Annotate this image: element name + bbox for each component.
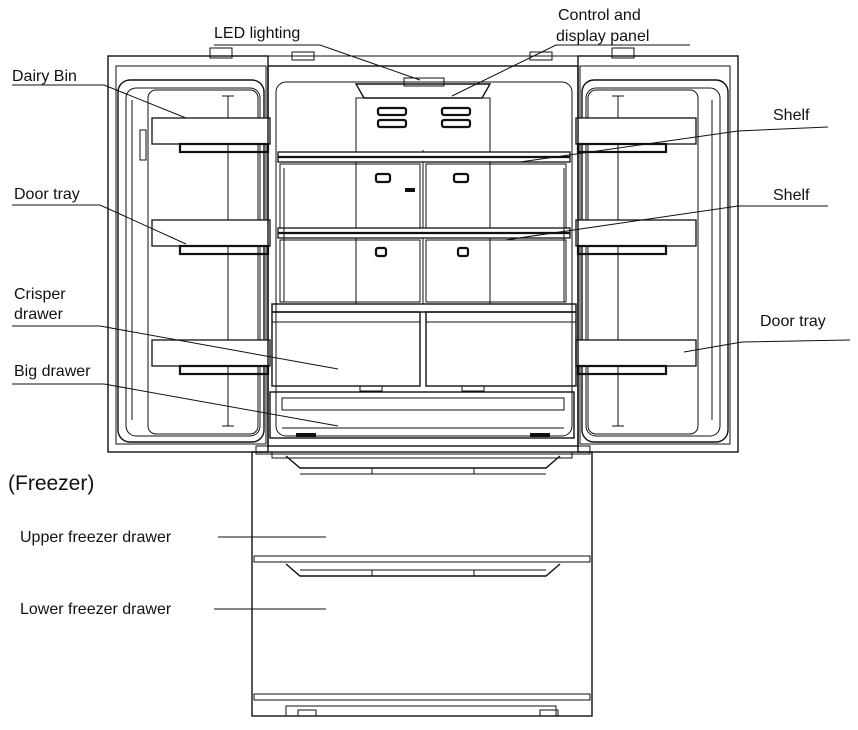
label-dairy-bin: Dairy Bin xyxy=(12,68,77,85)
control-panel xyxy=(354,83,492,129)
upper-freezer-drawer xyxy=(253,455,591,563)
upper-shelf xyxy=(277,151,571,163)
label-crisper-line1: Crisper xyxy=(14,286,66,303)
label-control-line2: display panel xyxy=(556,28,649,45)
right-door-tray-middle xyxy=(575,219,697,256)
left-door-tray-middle xyxy=(151,219,271,256)
left-door xyxy=(107,55,271,453)
label-led-lighting: LED lighting xyxy=(214,25,300,42)
label-door-tray-right: Door tray xyxy=(760,313,826,330)
lower-shelf xyxy=(277,227,571,239)
freezer-section xyxy=(251,451,593,717)
label-door-tray-left: Door tray xyxy=(14,186,80,203)
lower-freezer-drawer xyxy=(253,563,591,701)
crisper-drawers xyxy=(271,311,577,392)
led-light-fixture xyxy=(403,77,445,87)
label-shelf-upper: Shelf xyxy=(773,107,810,124)
right-door-tray-upper xyxy=(575,117,697,154)
label-big-drawer: Big drawer xyxy=(14,363,91,380)
labels: LED lighting Control and display panel D… xyxy=(8,7,826,618)
label-lower-freezer-drawer: Lower freezer drawer xyxy=(20,601,172,618)
left-dairy-bin xyxy=(151,117,271,154)
label-crisper-line2: drawer xyxy=(14,306,64,323)
label-shelf-lower: Shelf xyxy=(773,187,810,204)
left-door-tray-lower xyxy=(151,339,271,376)
right-door xyxy=(575,55,739,453)
label-upper-freezer-drawer: Upper freezer drawer xyxy=(20,529,172,546)
right-door-tray-lower xyxy=(575,339,697,376)
big-drawer xyxy=(269,391,575,439)
label-freezer: (Freezer) xyxy=(8,472,94,495)
label-control-line1: Control and xyxy=(558,7,641,24)
leader-lines xyxy=(12,44,851,610)
fridge-cabinet xyxy=(209,47,635,455)
